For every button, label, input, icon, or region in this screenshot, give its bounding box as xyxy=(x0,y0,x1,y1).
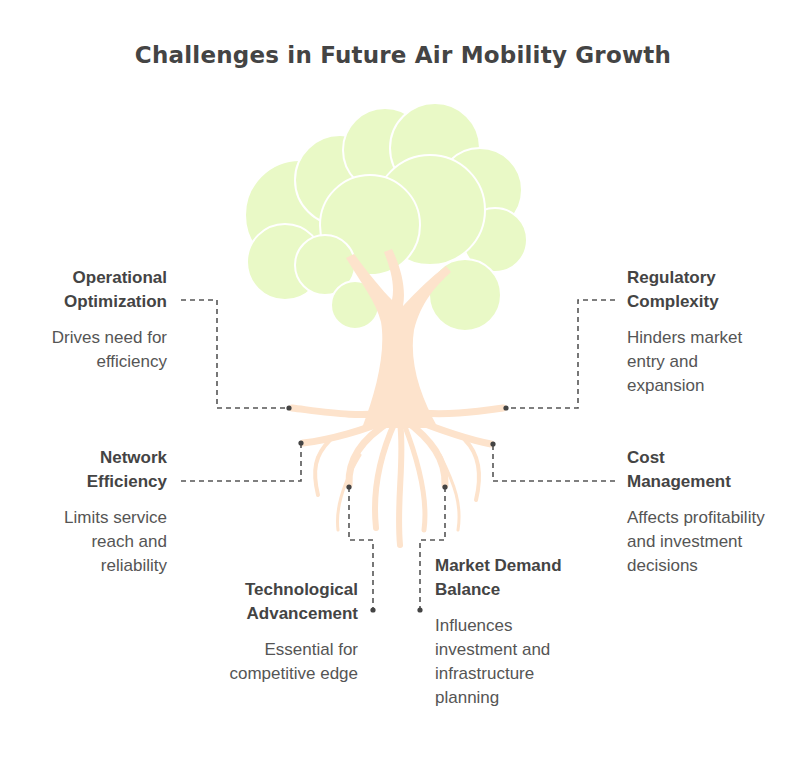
challenge-heading: Cost Management xyxy=(627,446,772,494)
root xyxy=(315,440,330,495)
leader-dot xyxy=(442,484,447,489)
challenge-heading: Network Efficiency xyxy=(39,446,167,494)
challenge-description: Drives need for efficiency xyxy=(17,326,167,374)
challenge-heading: Technological Advancement xyxy=(224,578,358,626)
diagram-title: Challenges in Future Air Mobility Growth xyxy=(0,42,806,68)
leader-dot xyxy=(370,607,375,612)
leader-dot xyxy=(346,484,351,489)
challenge-description: Hinders market entry and expansion xyxy=(627,326,765,398)
challenge-description: Essential for competitive edge xyxy=(224,638,358,686)
challenge-item: Regulatory ComplexityHinders market entr… xyxy=(627,266,765,400)
root xyxy=(375,422,395,528)
leader-line xyxy=(181,443,301,481)
leader-dot xyxy=(286,405,291,410)
root xyxy=(440,455,459,530)
challenge-description: Limits service reach and reliability xyxy=(39,506,167,578)
challenge-heading: Operational Optimization xyxy=(17,266,167,314)
root xyxy=(404,424,425,530)
root xyxy=(399,422,402,545)
leader-line xyxy=(181,300,289,408)
leader-line xyxy=(493,444,615,481)
leader-dot xyxy=(490,441,495,446)
tree-roots xyxy=(292,408,503,545)
challenge-item: Market Demand BalanceInfluences investme… xyxy=(435,554,567,712)
leader-dot xyxy=(417,607,422,612)
challenge-item: Technological AdvancementEssential for c… xyxy=(224,578,358,688)
challenge-heading: Regulatory Complexity xyxy=(627,266,765,314)
leader-dot xyxy=(298,440,303,445)
root xyxy=(465,440,479,500)
challenge-item: Operational OptimizationDrives need for … xyxy=(17,266,167,376)
foliage-clump xyxy=(429,259,501,331)
challenge-item: Cost ManagementAffects profitability and… xyxy=(627,446,772,580)
challenge-item: Network EfficiencyLimits service reach a… xyxy=(39,446,167,580)
leader-dot xyxy=(503,405,508,410)
leader-lines xyxy=(181,300,615,610)
challenge-description: Affects profitability and investment dec… xyxy=(627,506,772,578)
tree-trunk xyxy=(346,249,451,428)
leader-line xyxy=(506,300,615,408)
challenge-heading: Market Demand Balance xyxy=(435,554,567,602)
challenge-description: Influences investment and infrastructure… xyxy=(435,614,567,710)
root xyxy=(405,420,445,485)
